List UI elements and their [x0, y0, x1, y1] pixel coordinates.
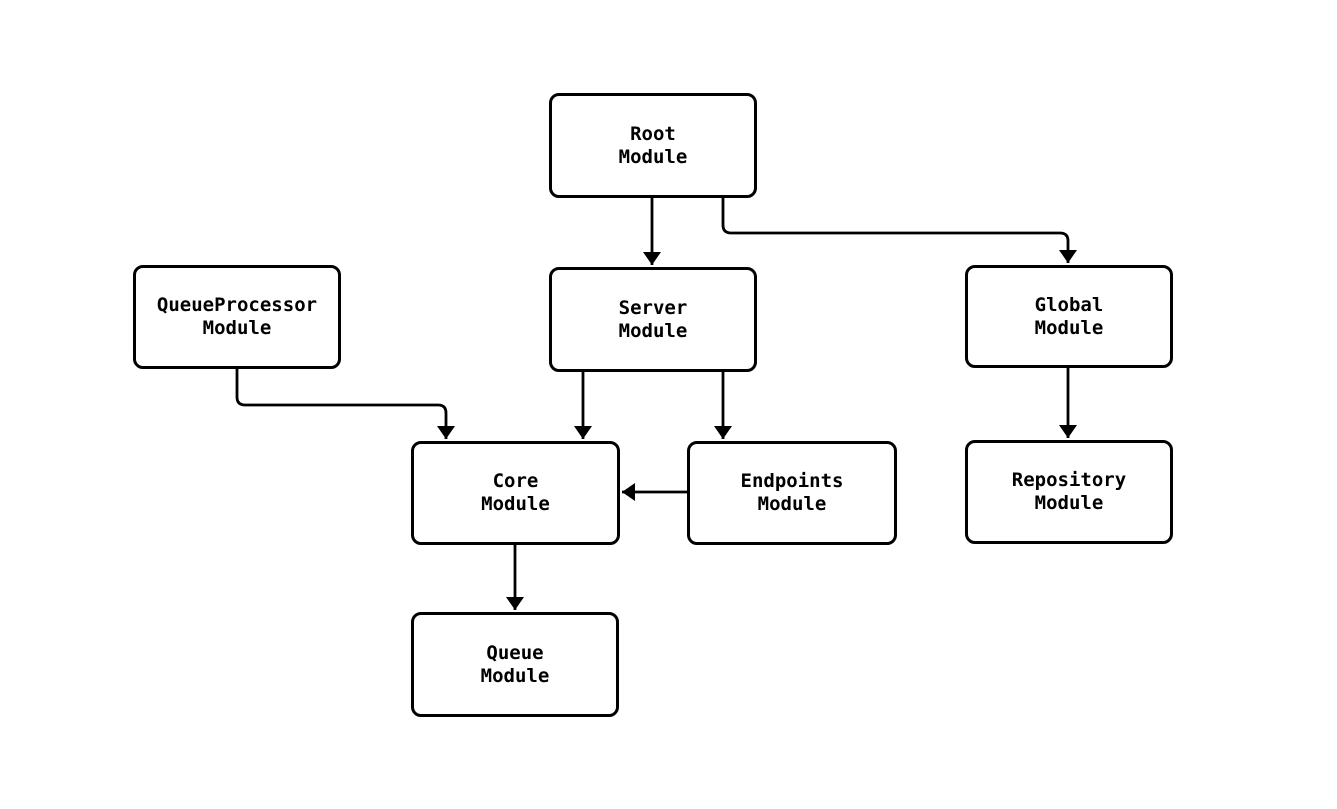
node-server-module: Server Module [549, 267, 757, 372]
node-core-module: Core Module [411, 441, 620, 545]
node-queueprocessor-module: QueueProcessor Module [133, 265, 341, 369]
node-server-module-label: Server Module [618, 296, 688, 342]
node-queue-module: Queue Module [411, 612, 619, 717]
node-core-module-label: Core Module [481, 470, 550, 515]
node-global-module: Global Module [965, 265, 1173, 368]
edge-root-to-global [721, 198, 1077, 263]
node-root-module: Root Module [549, 93, 757, 198]
edge-queueprocessor-to-core [235, 369, 455, 439]
node-root-module-label: Root Module [618, 122, 688, 168]
node-queue-module-label: Queue Module [480, 641, 550, 687]
node-endpoints-module: Endpoints Module [687, 441, 897, 545]
node-global-module-label: Global Module [1034, 293, 1104, 339]
node-repository-module: Repository Module [965, 440, 1173, 544]
node-endpoints-module-label: Endpoints Module [740, 470, 844, 515]
node-queueprocessor-module-label: QueueProcessor Module [156, 294, 318, 339]
node-repository-module-label: Repository Module [1011, 469, 1127, 514]
